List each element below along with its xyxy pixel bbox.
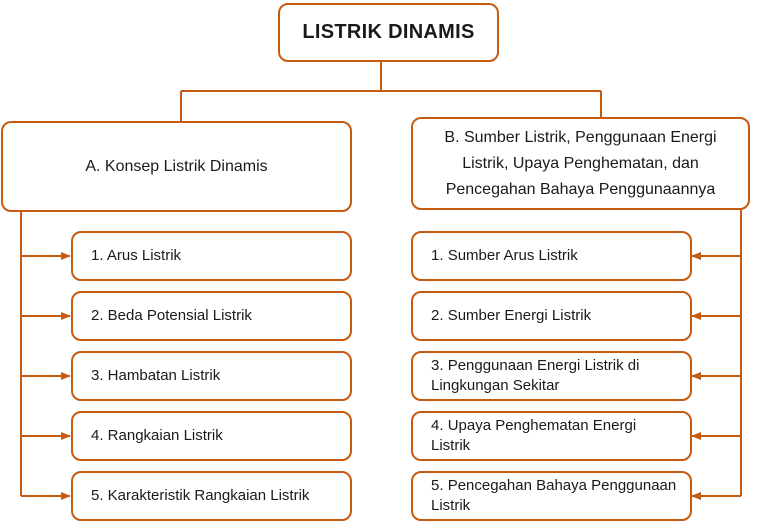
left-item-3: 3. Hambatan Listrik — [71, 351, 352, 401]
left-item-1: 1. Arus Listrik — [71, 231, 352, 281]
title-to-sections-connector — [180, 62, 602, 121]
right-item-2-label: Sumber Energi Listrik — [447, 307, 592, 324]
right-item-5-number: 5. — [431, 477, 448, 494]
left-item-5: 5. Karakteristik Rangkaian Listrik — [71, 471, 352, 521]
right-item-3-label: Penggunaan Energi Listrik di Lingkungan … — [431, 357, 640, 394]
right-item-4: 4. Upaya Penghematan Energi Listrik — [411, 411, 692, 461]
right-item-5-label: Pencegahan Bahaya Penggunaan Listrik — [431, 477, 677, 514]
left-item-2-label: 2. Beda Potensial Listrik — [91, 307, 252, 324]
left-item-2: 2. Beda Potensial Listrik — [71, 291, 352, 341]
section-a-label: A. Konsep Listrik Dinamis — [85, 157, 268, 175]
right-item-1-number: 1. — [431, 247, 448, 264]
right-item-2: 2. Sumber Energi Listrik — [411, 291, 692, 341]
section-b-box: B. Sumber Listrik, Penggunaan Energi Lis… — [411, 117, 750, 210]
left-item-4-label: 4. Rangkaian Listrik — [91, 427, 223, 444]
right-item-4-number: 4. — [431, 417, 448, 434]
right-item-2-number: 2. — [431, 307, 448, 324]
title-box: LISTRIK DINAMIS — [278, 3, 499, 62]
left-item-5-label: 5. Karakteristik Rangkaian Listrik — [91, 487, 310, 504]
right-item-3: 3. Penggunaan Energi Listrik di Lingkung… — [411, 351, 692, 401]
section-a-box: A. Konsep Listrik Dinamis — [1, 121, 352, 212]
right-item-1: 1. Sumber Arus Listrik — [411, 231, 692, 281]
left-item-3-label: 3. Hambatan Listrik — [91, 367, 221, 384]
left-item-4: 4. Rangkaian Listrik — [71, 411, 352, 461]
right-item-4-label: Upaya Penghematan Energi Listrik — [431, 417, 637, 454]
right-item-3-number: 3. — [431, 357, 448, 374]
section-b-label: B. Sumber Listrik, Penggunaan Energi Lis… — [444, 128, 717, 198]
right-item-1-label: Sumber Arus Listrik — [447, 247, 578, 264]
diagram-title: LISTRIK DINAMIS — [302, 21, 475, 43]
left-item-1-label: 1. Arus Listrik — [91, 247, 182, 264]
right-item-5: 5. Pencegahan Bahaya Penggunaan Listrik — [411, 471, 692, 521]
